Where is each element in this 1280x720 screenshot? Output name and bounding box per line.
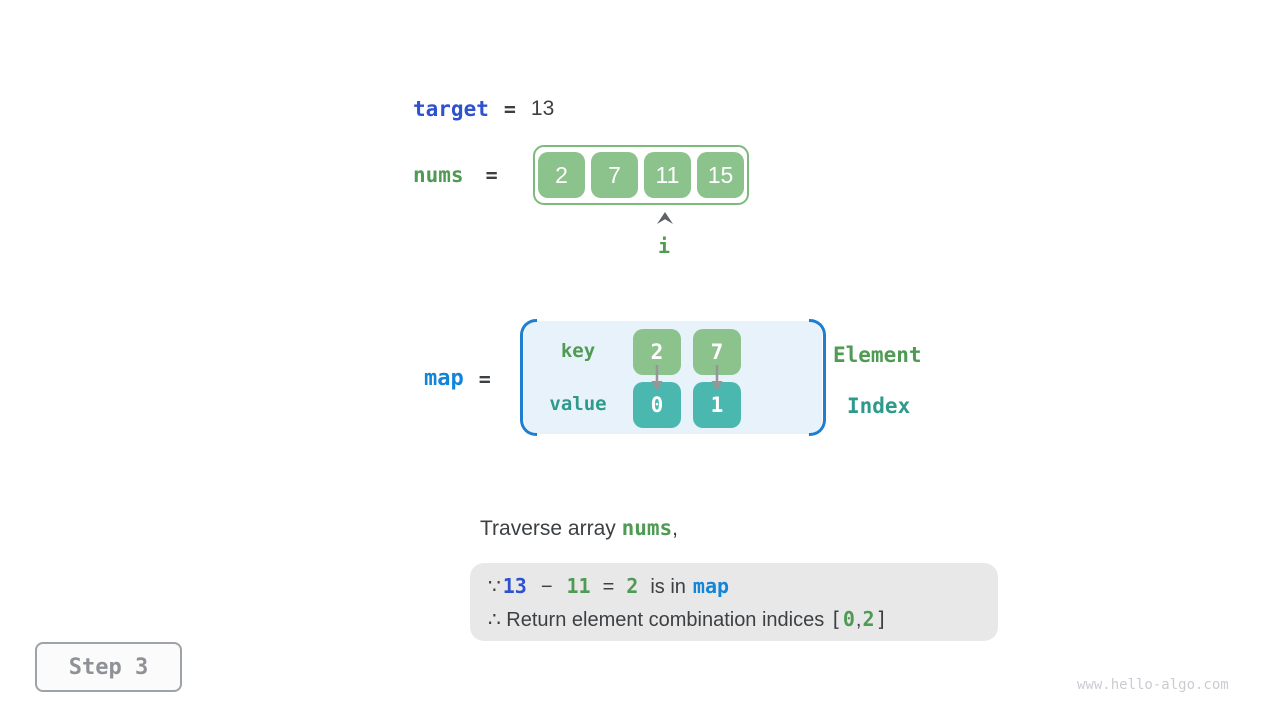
map-value-label: value: [549, 393, 607, 415]
index-pointer-label: i: [657, 234, 671, 258]
return-text: Return element combination indices: [506, 609, 825, 631]
key-to-value-arrow-icon: [651, 365, 663, 391]
difference-value: 2: [626, 574, 639, 598]
step-badge: Step 3: [35, 642, 182, 692]
nums-row: nums =: [413, 163, 498, 187]
index-side-label: Index: [847, 394, 911, 418]
map-right-bracket: [809, 319, 826, 436]
equals-sign: =: [602, 576, 615, 598]
index-pointer-arrow-icon: [657, 212, 673, 224]
map-keyword: map: [424, 366, 464, 391]
comma: ,: [855, 609, 862, 631]
minuend-value: 13: [502, 574, 527, 598]
nums-cell-2: 11: [644, 152, 691, 198]
caption-line: Traverse array nums,: [480, 516, 678, 541]
minus-sign: −: [540, 576, 553, 598]
nums-keyword: nums: [413, 163, 464, 187]
subtrahend-value: 11: [566, 574, 591, 598]
watermark: www.hello-algo.com: [1077, 677, 1229, 693]
caption-suffix: ,: [672, 517, 679, 540]
reasoning-line-2: ∴ Return element combination indices [0,…: [488, 603, 980, 636]
caption-nums-code: nums: [621, 516, 673, 540]
map-row: map =: [424, 366, 491, 391]
nums-cell-3: 15: [697, 152, 744, 198]
map-container: key value 2 7 0 1: [520, 319, 826, 436]
target-row: target = 13: [413, 97, 554, 121]
result-index-1: 0: [842, 607, 855, 631]
nums-array: 2 7 11 15: [533, 145, 749, 205]
nums-cell-1: 7: [591, 152, 638, 198]
element-side-label: Element: [833, 343, 922, 367]
map-key-label: key: [560, 340, 596, 362]
nums-cell-0: 2: [538, 152, 585, 198]
caption-prefix: Traverse array: [480, 517, 622, 540]
is-in-text: is in: [650, 576, 686, 598]
reasoning-line-1: ∵13−11 = 2 is in map: [488, 570, 980, 603]
map-left-bracket: [520, 319, 537, 436]
open-bracket: [: [829, 607, 842, 631]
nums-equals-sign: =: [485, 163, 498, 187]
target-value: 13: [530, 97, 555, 120]
target-keyword: target: [413, 97, 489, 121]
result-index-2: 2: [862, 607, 875, 631]
close-bracket: ]: [875, 607, 888, 631]
map-word: map: [692, 574, 730, 598]
reasoning-box: ∵13−11 = 2 is in map ∴ Return element combin…: [470, 563, 998, 641]
map-equals-sign: =: [478, 366, 491, 391]
target-equals-sign: =: [503, 97, 516, 121]
therefore-symbol: ∴: [488, 609, 501, 631]
because-symbol: ∵: [488, 576, 501, 598]
key-to-value-arrow-icon: [711, 365, 723, 391]
